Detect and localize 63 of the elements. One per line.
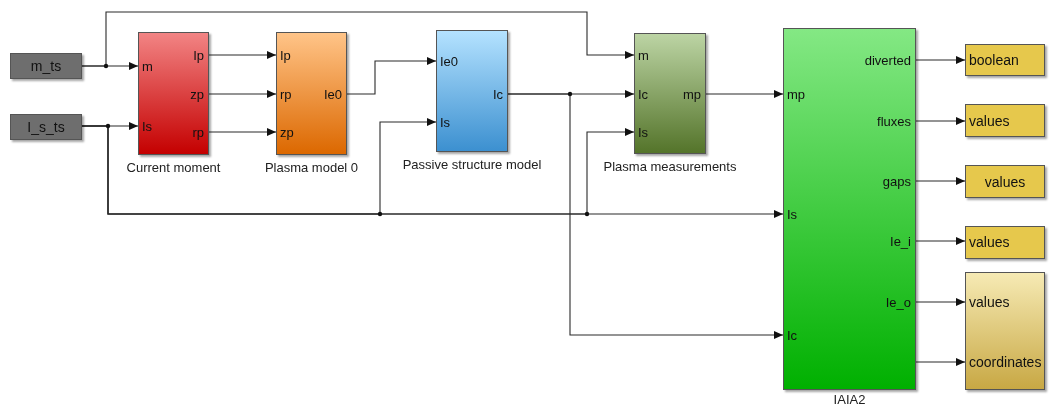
subsystem-block — [138, 32, 209, 155]
block-text: values — [969, 114, 1010, 129]
signal-line — [81, 11, 635, 67]
block-text: values — [969, 295, 1010, 310]
block-text: coordinates — [969, 355, 1042, 370]
port-label: Ip — [193, 48, 204, 63]
subsystem-block — [634, 33, 706, 154]
source-block — [10, 53, 82, 79]
signal-line — [81, 125, 784, 218]
subsystem-block — [276, 32, 347, 155]
signal-line — [915, 358, 966, 366]
port-label: m — [142, 59, 153, 74]
port-label: Ie_i — [890, 234, 911, 249]
subsystem-block — [436, 30, 508, 152]
port-label: mp — [682, 87, 701, 102]
port-label: zp — [190, 87, 204, 102]
display-block — [965, 226, 1045, 259]
port-label: fluxes — [877, 114, 911, 129]
signal-line — [208, 51, 277, 59]
signal-line — [915, 237, 966, 245]
block-caption: IAIA2 — [833, 392, 866, 407]
signal-line — [915, 56, 966, 64]
block-text: values — [969, 235, 1010, 250]
port-label: Is — [787, 207, 798, 222]
port-label: gaps — [882, 174, 911, 189]
port-label: Ie0 — [440, 54, 459, 69]
signal-line — [915, 177, 966, 185]
display-block — [965, 104, 1045, 137]
port-label: rp — [280, 87, 292, 102]
signal-line — [507, 93, 784, 339]
signal-line — [346, 57, 437, 95]
block-text: boolean — [969, 53, 1019, 68]
port-label: Is — [142, 119, 153, 134]
block-caption: Plasma measurements — [603, 159, 737, 174]
port-label: rp — [192, 125, 204, 140]
port-label: diverted — [864, 53, 911, 68]
port-label: Ic — [492, 87, 503, 102]
port-label: Ic — [638, 87, 649, 102]
signal-line — [915, 117, 966, 125]
signal-line — [208, 128, 277, 136]
port-label: Ie_o — [885, 295, 911, 310]
display-block — [965, 44, 1045, 76]
port-label: Ic — [787, 328, 798, 343]
block-text: m_ts — [29, 59, 63, 74]
block-text: I_s_ts — [26, 120, 66, 135]
signal-line — [705, 90, 784, 98]
block-caption: Current moment — [126, 160, 221, 175]
block-text: values — [983, 175, 1027, 190]
port-label: zp — [280, 125, 294, 140]
port-label: mp — [787, 87, 806, 102]
signal-line — [915, 298, 966, 306]
block-caption: Passive structure model — [402, 157, 542, 172]
port-label: Ip — [280, 48, 291, 63]
source-block — [10, 114, 82, 140]
port-label: Is — [440, 115, 451, 130]
port-label: m — [638, 48, 649, 63]
display-block — [965, 165, 1045, 198]
display-block — [965, 272, 1045, 390]
subsystem-block — [783, 28, 916, 390]
block-caption: Plasma model 0 — [264, 160, 359, 175]
signal-line — [208, 90, 277, 98]
port-label: Is — [638, 125, 649, 140]
port-label: Ie0 — [323, 87, 342, 102]
